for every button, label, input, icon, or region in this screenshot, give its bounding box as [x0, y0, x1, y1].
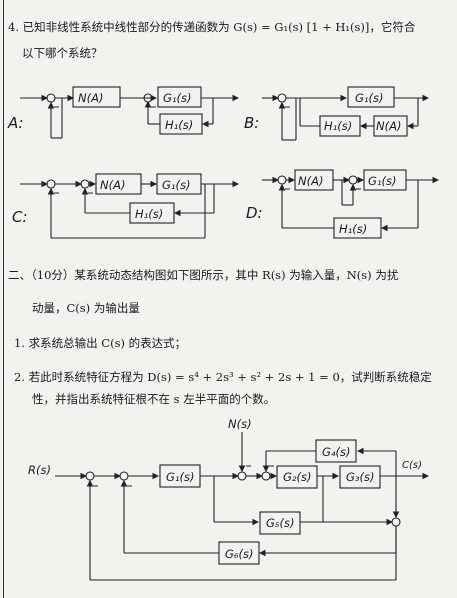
- a-n-label: N(A): [78, 91, 103, 105]
- c-n-label: N(A): [100, 178, 125, 192]
- c-g1-label: G₁(s): [162, 178, 191, 192]
- g6-block-label: G₆(s): [225, 547, 254, 561]
- q4-stem-line1: 4. 已知非线性系统中线性部分的传递函数为 G(s) = G₁(s) [1 + …: [8, 20, 416, 34]
- q2-heading: 二、（10分）某系统动态结构图如下图所示，其中 R(s) 为输入量，N(s) 为…: [8, 268, 399, 282]
- b-h1-label: H₁(s): [324, 119, 352, 133]
- g1-block-label: G₁(s): [166, 470, 195, 484]
- b-g1-label: G₁(s): [355, 91, 384, 105]
- c-h1-label: H₁(s): [135, 207, 163, 221]
- b-n-label: N(A): [376, 119, 401, 133]
- option-c: C:: [12, 208, 28, 226]
- q2-item2-line1: 2. 若此时系统特征方程为 D(s) = s⁴ + 2s³ + s² + 2s …: [14, 370, 432, 384]
- option-b: B:: [244, 114, 259, 132]
- disturbance-label: N(s): [228, 417, 252, 431]
- q2-heading2: 动量，C(s) 为输出量: [32, 301, 140, 315]
- d-n-label: N(A): [298, 174, 323, 188]
- output-label: C(s): [402, 460, 422, 471]
- q2-item1: 1. 求系统总输出 C(s) 的表达式；: [14, 336, 187, 350]
- a-h1-label: H₁(s): [165, 118, 193, 132]
- g3-block-label: G₃(s): [346, 470, 375, 484]
- g5-block-label: G₅(s): [266, 516, 295, 530]
- q4-stem-line2: 以下哪个系统？: [22, 46, 103, 60]
- option-a: A:: [7, 114, 24, 132]
- a-g1-label: G₁(s): [163, 91, 192, 105]
- g2-block-label: G₂(s): [283, 470, 312, 484]
- q2-item2-line2: 性，并指出系统特征根不在 s 左半平面的个数。: [32, 392, 276, 406]
- g4-block-label: G₄(s): [322, 445, 351, 459]
- input-label: R(s): [28, 463, 51, 477]
- d-h1-label: H₁(s): [339, 222, 367, 236]
- d-g1-label: G₁(s): [368, 174, 397, 188]
- option-d: D:: [246, 204, 263, 222]
- margin-line: [3, 0, 4, 598]
